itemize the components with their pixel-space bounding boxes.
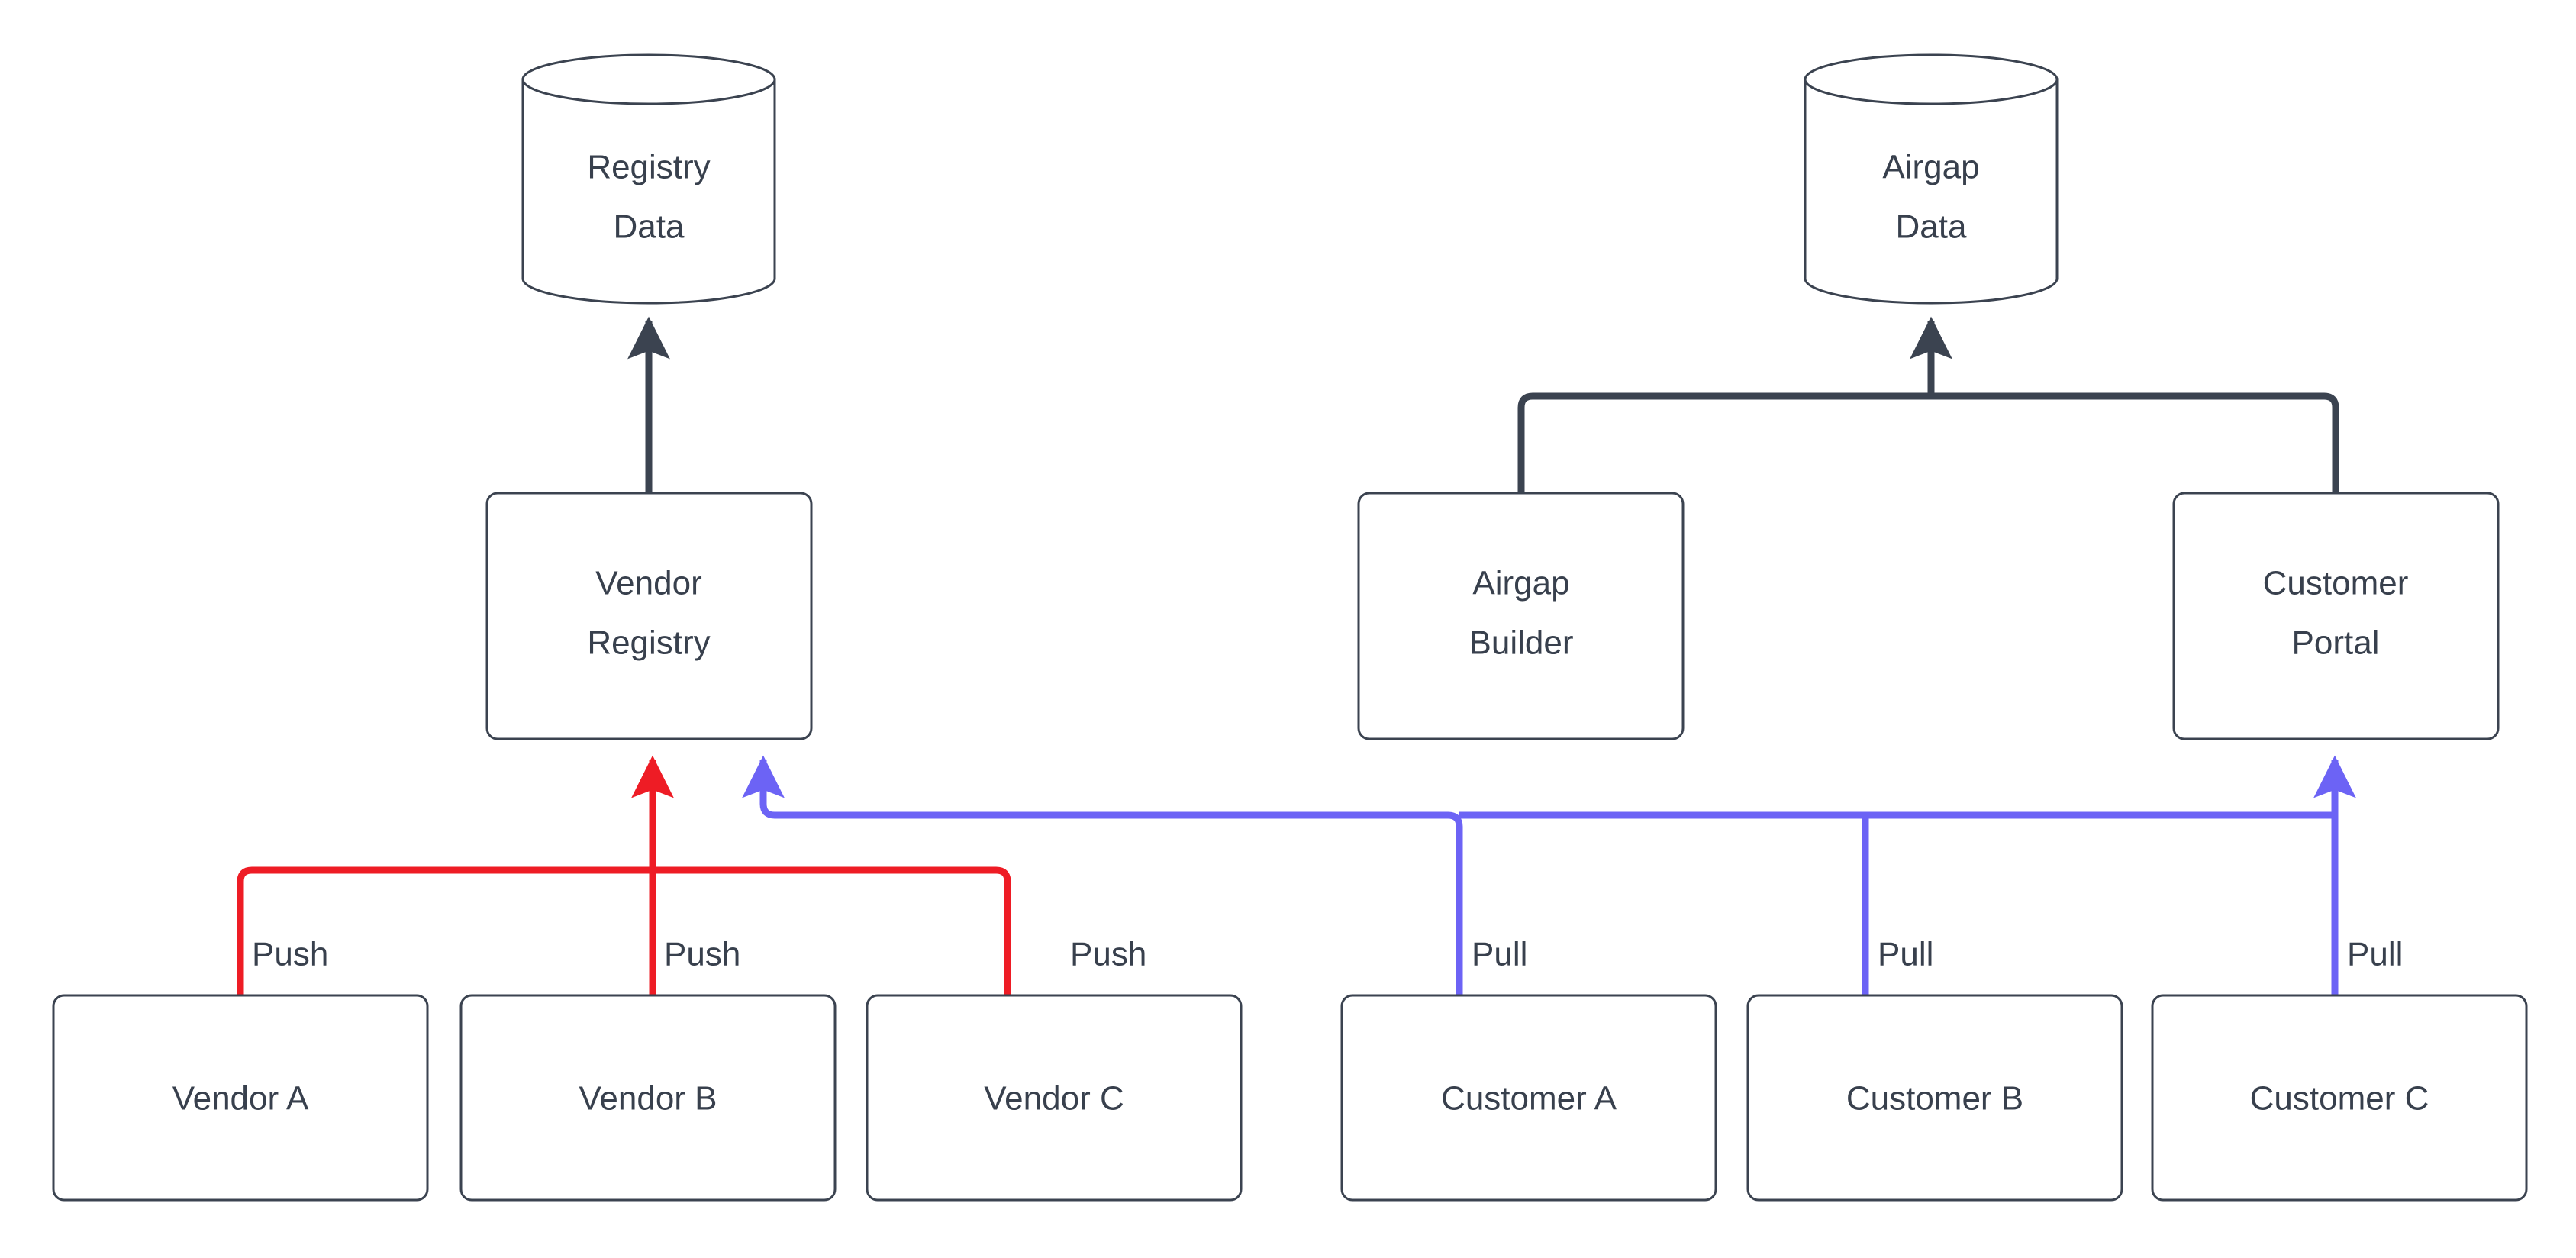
edge-label-pull-b: Pull	[1878, 936, 1933, 973]
node-airgap-data[interactable]: Airgap Data	[1804, 53, 2059, 305]
edge-label-push-a: Push	[252, 936, 328, 973]
node-airgap-builder[interactable]: Airgap Builder	[1357, 492, 1685, 740]
node-customer-b[interactable]: Customer B	[1746, 994, 2123, 1202]
node-label-vendor-registry-line2: Registry	[587, 624, 710, 662]
node-label-vendor-a: Vendor A	[172, 1080, 309, 1118]
link-push-bus	[237, 755, 1011, 995]
link-pull-bus	[742, 755, 2356, 995]
edge-label-push-b: Push	[664, 936, 740, 973]
edge-label-pull-c: Pull	[2347, 936, 2403, 973]
node-vendor-c[interactable]: Vendor C	[866, 994, 1243, 1202]
node-label-registry-data-line1: Registry	[587, 149, 710, 186]
node-label-vendor-registry-line1: Vendor	[595, 565, 701, 602]
node-label-customer-portal-line1: Customer	[2263, 565, 2409, 602]
edge-label-pull-a: Pull	[1472, 936, 1527, 973]
node-label-airgap-data-line2: Data	[1896, 208, 1967, 246]
node-label-airgap-data-line1: Airgap	[1882, 149, 1979, 186]
node-customer-portal[interactable]: Customer Portal	[2172, 492, 2500, 740]
cylinder-top-ellipse	[1804, 53, 2059, 105]
node-customer-c[interactable]: Customer C	[2151, 994, 2528, 1202]
node-vendor-a[interactable]: Vendor A	[52, 994, 429, 1202]
node-label-vendor-c: Vendor C	[984, 1080, 1124, 1118]
node-vendor-registry[interactable]: Vendor Registry	[485, 492, 813, 740]
edge-label-push-c: Push	[1070, 936, 1146, 973]
node-vendor-b[interactable]: Vendor B	[459, 994, 837, 1202]
node-customer-a[interactable]: Customer A	[1340, 994, 1717, 1202]
node-label-customer-a: Customer A	[1441, 1080, 1617, 1118]
node-label-customer-portal-line2: Portal	[2292, 624, 2380, 662]
node-label-vendor-b: Vendor B	[579, 1080, 717, 1118]
cylinder-top-ellipse	[521, 53, 776, 105]
node-label-airgap-builder-line1: Airgap	[1472, 565, 1569, 602]
node-label-customer-b: Customer B	[1846, 1080, 2023, 1118]
node-label-registry-data-line2: Data	[614, 208, 685, 246]
link-airgap-builder-to-airgap-data	[1517, 392, 1931, 493]
link-customer-portal-to-airgap-data	[1931, 392, 2339, 493]
node-registry-data[interactable]: Registry Data	[521, 53, 776, 305]
node-label-customer-c: Customer C	[2250, 1080, 2429, 1118]
node-label-airgap-builder-line2: Builder	[1469, 624, 1574, 662]
